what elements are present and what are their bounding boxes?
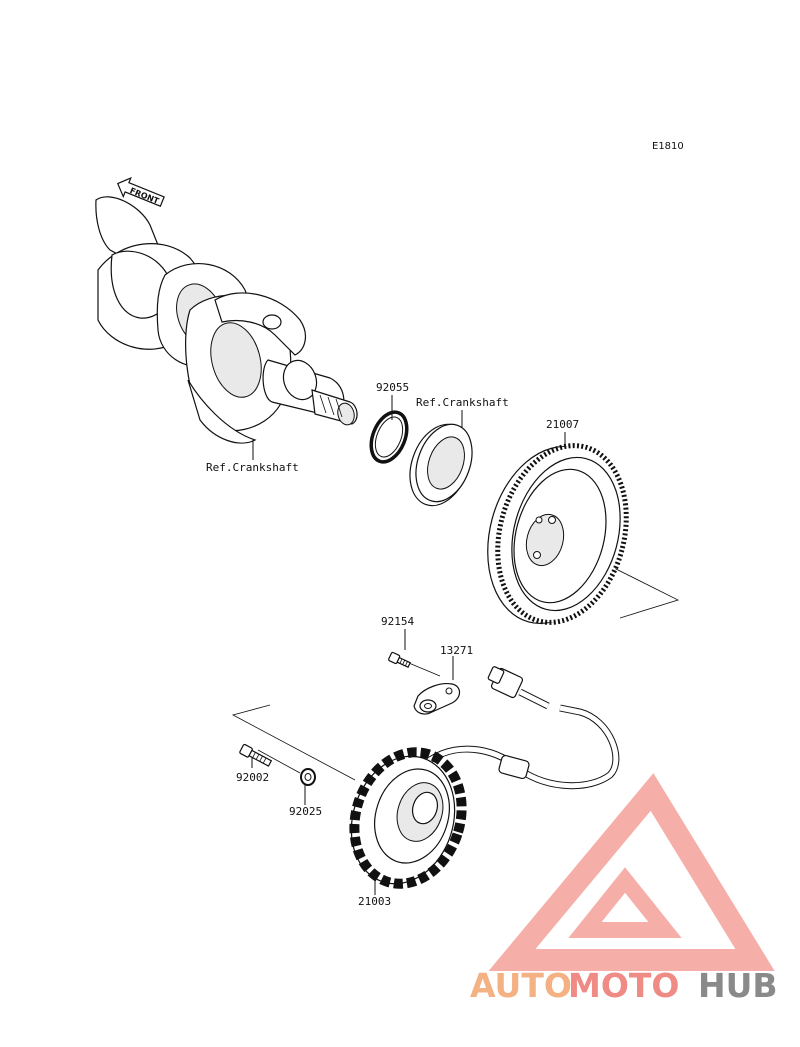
diagram-code: E1810 bbox=[652, 141, 684, 152]
bolt-92002 bbox=[239, 743, 273, 767]
crankshaft bbox=[95, 196, 358, 444]
label-92002: 92002 bbox=[236, 771, 269, 784]
crankshaft-collar bbox=[409, 423, 473, 507]
label-21007: 21007 bbox=[546, 418, 579, 431]
label-21003: 21003 bbox=[358, 895, 391, 908]
ref-crankshaft-label-top: Ref.Crankshaft bbox=[416, 396, 509, 409]
watermark-auto: AUTO bbox=[470, 966, 572, 1005]
bolt-92154 bbox=[388, 651, 411, 669]
automotohub-watermark-text: AUTO MOTO HUB bbox=[470, 966, 778, 1005]
label-92025: 92025 bbox=[289, 805, 322, 818]
label-92055: 92055 bbox=[376, 381, 409, 394]
label-92154: 92154 bbox=[381, 615, 414, 628]
watermark-hub: HUB bbox=[698, 966, 778, 1005]
flywheel-21007 bbox=[487, 443, 629, 625]
o-ring-92055 bbox=[369, 410, 409, 464]
stator-21003 bbox=[349, 747, 467, 889]
washer-92025 bbox=[300, 768, 316, 786]
wire-harness bbox=[428, 666, 620, 790]
watermark-moto: MOTO bbox=[568, 966, 679, 1005]
automotohub-logo bbox=[488, 773, 775, 971]
ref-crankshaft-label-bottom: Ref.Crankshaft bbox=[206, 461, 299, 474]
label-13271: 13271 bbox=[440, 644, 473, 657]
plate-13271 bbox=[413, 683, 461, 715]
